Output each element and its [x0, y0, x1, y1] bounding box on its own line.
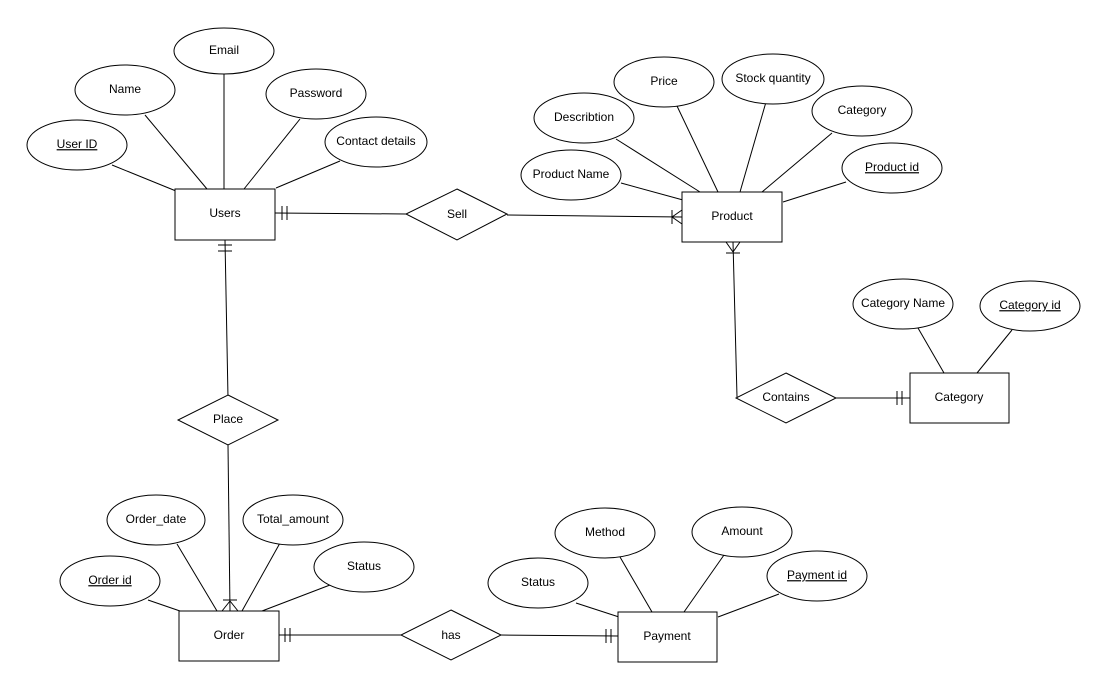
attribute-name-label: Name [109, 82, 141, 96]
attribute-payment-status[interactable]: Status [487, 557, 589, 609]
attribute-order-status[interactable]: Status [313, 541, 415, 593]
relationship-sell-label: Sell [447, 207, 467, 221]
connector-order-date [176, 543, 218, 612]
entity-category[interactable]: Category [909, 372, 1010, 424]
cardinality-order-has [284, 628, 291, 642]
attribute-user-id[interactable]: User ID [26, 119, 128, 171]
entity-category-label: Category [935, 390, 984, 404]
connector-payment-status [575, 602, 620, 618]
attribute-price[interactable]: Price [613, 56, 715, 108]
attribute-email[interactable]: Email [173, 27, 275, 75]
cardinality-users-place [218, 244, 232, 252]
attribute-order-id-label: Order id [88, 573, 131, 587]
attribute-payment-status-label: Status [521, 575, 555, 589]
connector-payment-method [619, 556, 653, 613]
connector-order-status [261, 584, 331, 612]
attribute-order-status-label: Status [347, 559, 381, 573]
connector-product-name [620, 182, 684, 201]
attribute-product-id[interactable]: Product id [841, 142, 943, 194]
connector-category-id [976, 329, 1013, 374]
connector-product-contains [732, 241, 738, 398]
cardinality-category-contains [896, 391, 903, 405]
connector-product-id [782, 181, 847, 203]
attribute-category-id[interactable]: Category id [979, 280, 1081, 332]
attribute-contact-details[interactable]: Contact details [324, 116, 428, 168]
attribute-price-label: Price [650, 74, 678, 88]
connector-users-sell [274, 212, 407, 215]
connector-has-payment [499, 634, 619, 637]
attribute-method-label: Method [585, 525, 625, 539]
relationship-place[interactable]: Place [176, 394, 280, 446]
attribute-user-id-label: User ID [57, 137, 98, 151]
attribute-contact-details-label: Contact details [336, 134, 415, 148]
attribute-order-id[interactable]: Order id [59, 555, 161, 607]
entity-product-label: Product [711, 209, 753, 223]
attribute-order-date[interactable]: Order_date [106, 494, 206, 546]
attribute-category-name-label: Category Name [861, 296, 945, 310]
cardinality-order-place [221, 599, 239, 612]
connector-product-price [676, 105, 719, 193]
attribute-product-category[interactable]: Category [811, 85, 913, 137]
connector-users-password [243, 118, 301, 190]
attribute-product-name[interactable]: Product Name [520, 149, 622, 201]
attribute-product-name-label: Product Name [533, 167, 610, 181]
connector-category-name [917, 327, 945, 374]
relationship-place-label: Place [213, 412, 243, 426]
attribute-amount-label: Amount [721, 524, 763, 538]
attribute-total-amount-label: Total_amount [257, 512, 330, 526]
entity-users-label: Users [209, 206, 240, 220]
attribute-name[interactable]: Name [74, 64, 176, 116]
attribute-amount[interactable]: Amount [691, 506, 793, 558]
attribute-password-label: Password [290, 86, 343, 100]
attribute-product-id-label: Product id [865, 160, 919, 174]
attribute-total-amount[interactable]: Total_amount [242, 494, 344, 546]
entity-order[interactable]: Order [178, 610, 280, 662]
cardinality-payment-has [605, 629, 612, 643]
attribute-method[interactable]: Method [554, 507, 656, 559]
entity-product[interactable]: Product [681, 191, 783, 243]
connector-users-contact [275, 160, 341, 189]
relationship-contains[interactable]: Contains [734, 372, 838, 424]
attribute-payment-id[interactable]: Payment id [766, 550, 868, 602]
cardinality-users-sell [281, 206, 288, 220]
entity-users[interactable]: Users [174, 188, 276, 241]
attribute-stock-quantity-label: Stock quantity [735, 71, 810, 85]
connector-users-userid [111, 164, 177, 192]
attribute-order-date-label: Order_date [126, 512, 187, 526]
attribute-product-category-label: Category [838, 103, 887, 117]
cardinality-marks [218, 206, 903, 643]
connector-users-place [224, 239, 229, 399]
attribute-description-label: Describtion [554, 110, 614, 124]
attribute-email-label: Email [209, 43, 239, 57]
connector-order-total [241, 542, 281, 612]
relationship-sell[interactable]: Sell [404, 188, 509, 241]
entity-payment-label: Payment [643, 629, 691, 643]
connector-order-id [147, 599, 181, 612]
cardinality-product-contains [725, 241, 741, 254]
entity-payment[interactable]: Payment [617, 611, 718, 663]
connectors [111, 73, 1013, 637]
connector-sell-product [506, 214, 683, 218]
attribute-description[interactable]: Describtion [533, 92, 635, 144]
connector-users-name [144, 114, 208, 190]
attribute-password[interactable]: Password [265, 68, 367, 120]
attribute-stock-quantity[interactable]: Stock quantity [721, 53, 825, 105]
connector-payment-id [717, 593, 780, 618]
connector-product-description [615, 138, 701, 193]
attribute-payment-id-label: Payment id [787, 568, 847, 582]
connector-product-category [761, 132, 833, 193]
relationship-has[interactable]: has [399, 609, 503, 661]
cardinality-product-sell [671, 209, 683, 225]
connector-place-order [227, 444, 231, 612]
entity-order-label: Order [214, 628, 245, 642]
attribute-category-name[interactable]: Category Name [852, 278, 954, 330]
attribute-category-id-label: Category id [999, 298, 1060, 312]
connector-product-stock [739, 101, 767, 193]
relationship-has-label: has [441, 628, 460, 642]
relationship-contains-label: Contains [762, 390, 809, 404]
connector-payment-amount [683, 554, 725, 613]
